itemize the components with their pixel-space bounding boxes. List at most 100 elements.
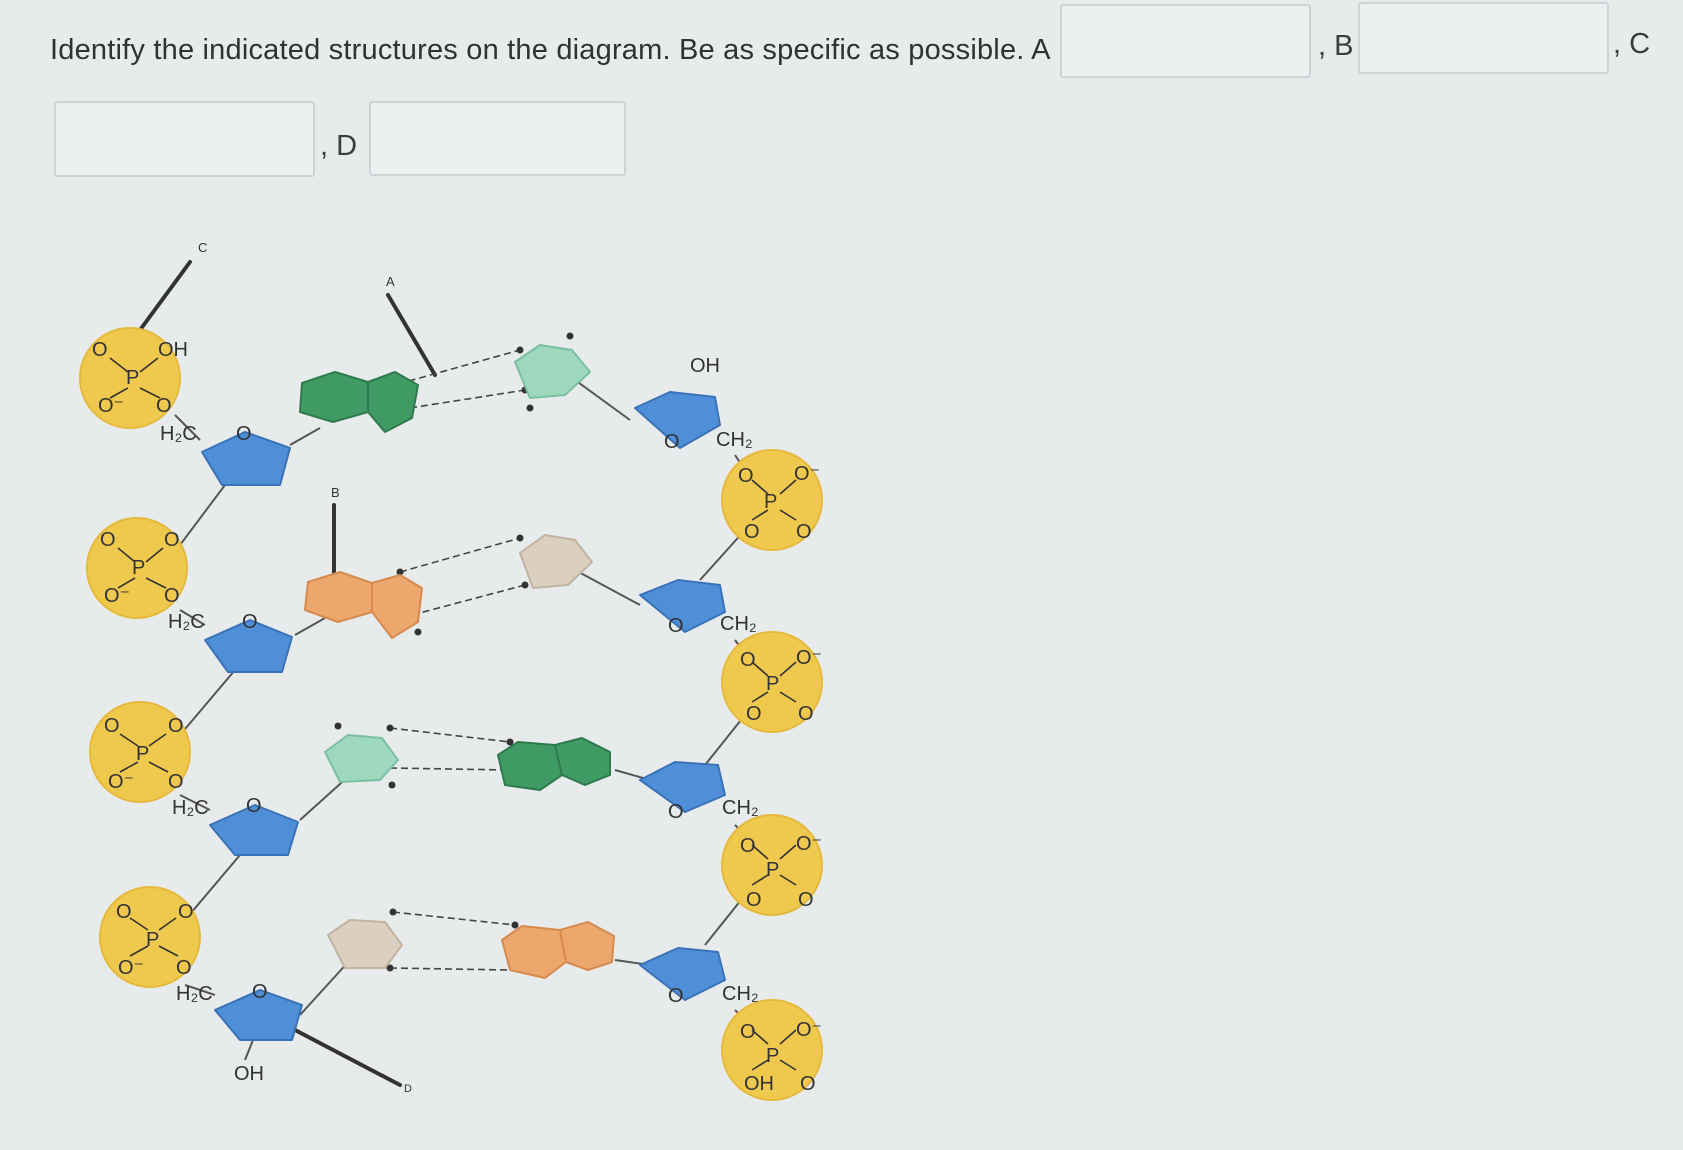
nitrogen-bases	[299, 344, 615, 979]
sugar-left-2	[204, 619, 293, 673]
base-pyrimidine-lightgreen-2	[324, 734, 399, 783]
pointer-line-c	[138, 260, 192, 332]
hydrogen-bonds	[389, 349, 526, 971]
svg-text:O⁻: O⁻	[796, 1019, 822, 1041]
svg-text:O: O	[798, 889, 814, 911]
phosphate-right-1	[721, 449, 823, 551]
svg-text:O⁻: O⁻	[104, 585, 130, 607]
svg-text:O: O	[156, 395, 172, 417]
svg-text:O: O	[92, 339, 108, 361]
separator-c: , C	[1613, 28, 1651, 60]
svg-text:O⁻: O⁻	[98, 395, 124, 417]
svg-text:O: O	[116, 901, 132, 923]
answer-d-input[interactable]	[369, 101, 626, 176]
svg-text:CH₂: CH₂	[716, 429, 753, 451]
svg-text:OH: OH	[158, 339, 188, 361]
svg-text:O: O	[242, 611, 258, 633]
phosphate-left-4	[99, 886, 201, 988]
svg-text:O: O	[164, 585, 180, 607]
svg-text:O: O	[800, 1073, 816, 1095]
bond-dots	[334, 332, 574, 972]
question-text: Identify the indicated structures on the…	[50, 34, 1051, 66]
separator-d: , D	[320, 130, 358, 162]
svg-text:O: O	[168, 715, 184, 737]
phosphate-bonds	[109, 357, 797, 1071]
svg-text:O: O	[664, 431, 680, 453]
answer-c-input[interactable]	[54, 101, 315, 177]
base-purine-green-1	[299, 371, 419, 433]
base-pyrimidine-beige-1	[519, 534, 593, 589]
svg-text:O: O	[104, 715, 120, 737]
label-c: C	[198, 240, 207, 255]
svg-text:O: O	[798, 703, 814, 725]
svg-text:O: O	[668, 985, 684, 1007]
svg-text:P: P	[766, 673, 779, 695]
svg-text:O⁻: O⁻	[794, 463, 820, 485]
svg-text:O: O	[100, 529, 116, 551]
svg-text:P: P	[132, 557, 145, 579]
svg-text:CH₂: CH₂	[720, 613, 757, 635]
svg-text:P: P	[136, 743, 149, 765]
sugar-right-3	[639, 761, 726, 813]
svg-text:O: O	[668, 615, 684, 637]
svg-text:P: P	[766, 859, 779, 881]
svg-text:O: O	[738, 465, 754, 487]
svg-text:H₂C: H₂C	[160, 423, 197, 445]
svg-text:O: O	[744, 521, 760, 543]
svg-text:OH: OH	[690, 355, 720, 377]
answer-b-input[interactable]	[1358, 2, 1609, 74]
svg-text:O: O	[740, 649, 756, 671]
label-a: A	[386, 274, 395, 289]
phosphate-right-4	[721, 999, 823, 1101]
svg-text:P: P	[764, 491, 777, 513]
svg-text:OH: OH	[744, 1073, 774, 1095]
sugar-left-4	[214, 989, 303, 1041]
svg-text:CH₂: CH₂	[722, 797, 759, 819]
svg-text:O: O	[252, 981, 268, 1003]
pointer-lines	[138, 260, 437, 1087]
sugar-right-4	[639, 947, 726, 1001]
separator-b: , B	[1318, 30, 1354, 62]
svg-text:O⁻: O⁻	[118, 957, 144, 979]
sugar-right-1	[634, 391, 721, 449]
pointer-line-d	[293, 1028, 402, 1087]
svg-text:O: O	[796, 521, 812, 543]
sugar-right-2	[639, 579, 726, 633]
base-purine-orange-1	[304, 571, 423, 639]
phosphate-left-3	[89, 701, 191, 803]
label-d: D	[404, 1083, 412, 1095]
svg-text:H₂C: H₂C	[168, 611, 205, 633]
svg-text:P: P	[126, 367, 139, 389]
svg-text:P: P	[766, 1045, 779, 1067]
svg-text:O⁻: O⁻	[796, 647, 822, 669]
phosphate-left-1	[79, 327, 181, 429]
svg-text:O: O	[740, 835, 756, 857]
svg-text:OH: OH	[234, 1063, 264, 1085]
svg-text:O: O	[246, 795, 262, 817]
base-purine-orange-2	[501, 921, 615, 979]
svg-text:O: O	[668, 801, 684, 823]
base-pyrimidine-lightgreen-1	[514, 344, 591, 399]
sugar-left-1	[201, 431, 291, 486]
svg-text:CH₂: CH₂	[722, 983, 759, 1005]
svg-text:O: O	[746, 703, 762, 725]
svg-text:O: O	[740, 1021, 756, 1043]
svg-text:O⁻: O⁻	[108, 771, 134, 793]
svg-text:O: O	[746, 889, 762, 911]
phosphate-left-2	[86, 517, 188, 619]
label-b: B	[331, 485, 340, 500]
svg-text:O: O	[178, 901, 194, 923]
svg-text:P: P	[146, 929, 159, 951]
deoxyribose-sugars	[201, 391, 726, 1041]
base-pyrimidine-beige-2	[327, 919, 403, 969]
svg-text:O: O	[236, 423, 252, 445]
svg-text:O: O	[164, 529, 180, 551]
base-purine-green-2	[497, 737, 611, 791]
svg-text:O: O	[176, 957, 192, 979]
svg-text:O⁻: O⁻	[796, 833, 822, 855]
svg-text:H₂C: H₂C	[176, 983, 213, 1005]
svg-text:O: O	[168, 771, 184, 793]
answer-a-input[interactable]	[1060, 4, 1311, 78]
sugar-left-3	[209, 804, 299, 856]
